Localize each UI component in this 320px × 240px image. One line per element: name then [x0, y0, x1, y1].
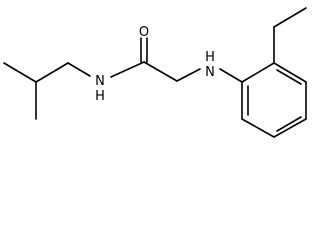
amine-nitrogen-label: H N	[205, 50, 215, 80]
molecule-diagram: O N H H N	[3, 7, 307, 138]
bond-ch2-nh	[176, 68, 201, 82]
structure-canvas: O N H H N	[3, 7, 307, 138]
amide-n-symbol: N	[95, 74, 105, 89]
ring-bond-5	[241, 118, 275, 138]
ring-bond-2	[273, 62, 307, 83]
ring-bond-4	[273, 118, 307, 138]
bond-ch2-n	[67, 62, 91, 77]
ring-bond-1	[241, 62, 275, 83]
amide-h-symbol: H	[95, 89, 105, 104]
amide-nitrogen-label: N H	[95, 74, 105, 104]
amine-h-symbol: H	[205, 50, 215, 65]
bond-methyl1-ch	[3, 62, 37, 83]
bond-ch-ch2	[35, 62, 69, 83]
bond-carbonyl-ch2	[143, 61, 178, 82]
bond-n-carbonyl	[110, 61, 145, 78]
carbonyl-oxygen-label: O	[139, 25, 149, 40]
ring-double-1	[276, 69, 302, 85]
bond-ethyl-ch3	[273, 7, 307, 28]
amine-n-symbol: N	[205, 65, 215, 80]
ring-double-2	[276, 116, 302, 132]
bond-nh-ring	[219, 68, 243, 83]
